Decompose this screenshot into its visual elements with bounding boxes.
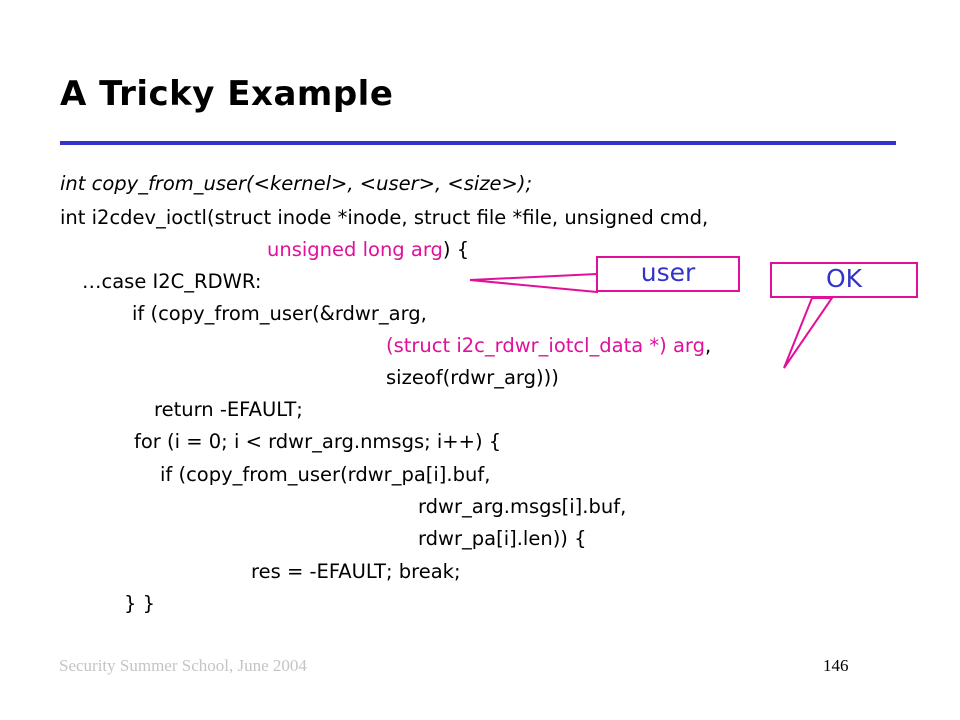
code-line-function-header: int i2cdev_ioctl(struct inode *inode, st…	[60, 206, 709, 229]
code-line-cast-arg: (struct i2c_rdwr_iotcl_data *) arg,	[386, 336, 711, 356]
code-line-if-copy-2: if (copy_from_user(rdwr_pa[i].buf,	[160, 463, 491, 486]
user-callout-pointer	[469, 272, 598, 294]
highlighted-arg-param: unsigned long arg	[267, 238, 443, 261]
code-line-len: rdwr_pa[i].len)) {	[418, 527, 587, 550]
page-number: 146	[823, 656, 849, 675]
code-line-res: res = -EFAULT; break;	[251, 560, 461, 583]
highlighted-cast-arg: (struct i2c_rdwr_iotcl_data *) arg	[386, 334, 705, 357]
ok-callout-pointer	[783, 297, 834, 369]
slide-title: A Tricky Example	[60, 74, 394, 114]
user-callout: user	[596, 256, 740, 292]
brace-text: ) {	[442, 238, 470, 261]
comma-text: ,	[704, 334, 712, 357]
code-line-return: return -EFAULT;	[154, 398, 303, 421]
footer-text: Security Summer School, June 2004	[59, 656, 307, 675]
code-line-arg-param: unsigned long arg) {	[267, 240, 469, 260]
code-line-case: …case I2C_RDWR:	[82, 270, 262, 293]
code-line-for: for (i = 0; i < rdwr_arg.nmsgs; i++) {	[134, 430, 502, 453]
ok-callout: OK	[770, 262, 918, 298]
title-divider	[60, 141, 896, 145]
code-line-sizeof: sizeof(rdwr_arg)))	[386, 366, 559, 389]
code-line-msgs-buf: rdwr_arg.msgs[i].buf,	[418, 495, 627, 518]
code-line-if-copy: if (copy_from_user(&rdwr_arg,	[132, 302, 427, 325]
code-line-close-braces: } }	[124, 592, 156, 615]
code-line-signature: int copy_from_user(<kernel>, <user>, <si…	[60, 172, 533, 195]
